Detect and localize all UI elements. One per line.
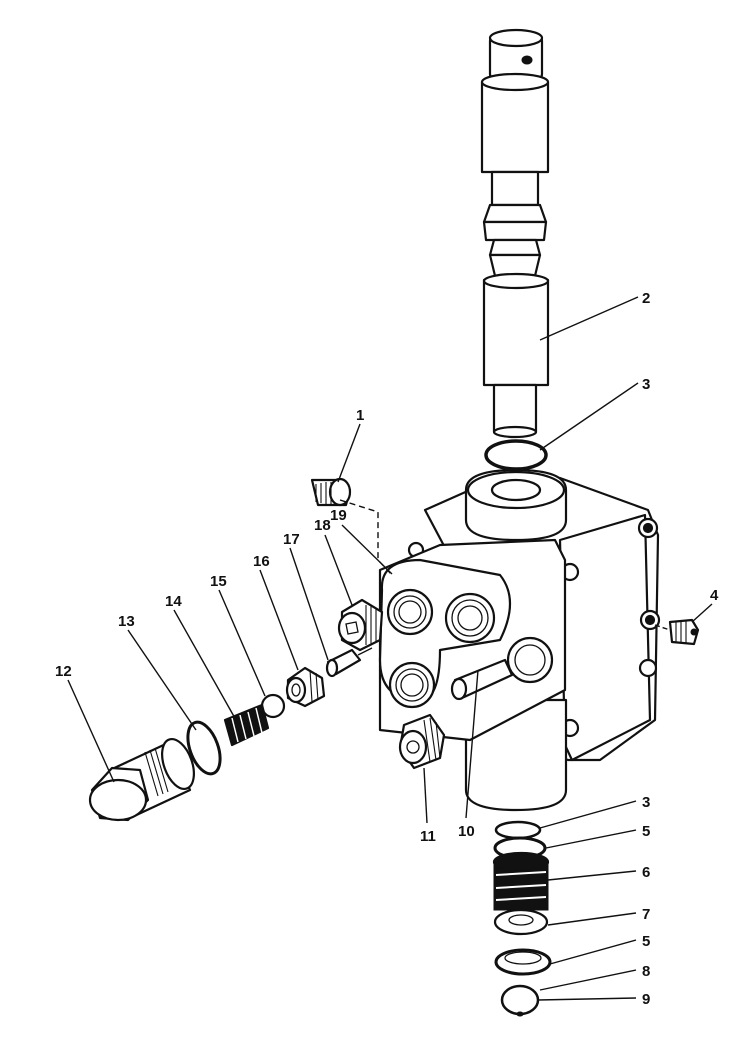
callout-3-bottom: 3: [642, 794, 650, 811]
fitting-18: [337, 598, 384, 652]
callout-8: 8: [642, 963, 650, 980]
callout-5-lower: 5: [642, 933, 650, 950]
callout-4: 4: [710, 587, 719, 604]
callout-9: 9: [642, 991, 650, 1008]
callout-18: 18: [314, 517, 331, 534]
callout-2: 2: [642, 290, 650, 307]
valve-body: [378, 468, 661, 812]
plug-4: [668, 618, 700, 646]
callout-labels: 1 2 3 4 3 5 6 7 5 8 9 10 11 12 13 14 15 …: [55, 290, 719, 1008]
plug-1: [310, 477, 352, 507]
spool-part: [480, 28, 550, 439]
callout-14: 14: [165, 593, 182, 610]
callout-19: 19: [330, 507, 347, 524]
fitting-11: [398, 713, 446, 770]
poppet-17: [325, 647, 373, 678]
callout-10: 10: [458, 823, 475, 840]
callout-3-top: 3: [642, 376, 650, 393]
callout-15: 15: [210, 573, 227, 590]
callout-16: 16: [253, 553, 270, 570]
callout-12: 12: [55, 663, 72, 680]
pin-part: [450, 658, 514, 701]
callout-1: 1: [356, 407, 364, 424]
o-ring-top: [484, 439, 548, 471]
callout-5-upper: 5: [642, 823, 650, 840]
o-ring-13: [186, 720, 222, 776]
plug-cap-12: [88, 738, 195, 822]
callout-13: 13: [118, 613, 135, 630]
lower-stack: [492, 820, 552, 1017]
callout-7: 7: [642, 906, 650, 923]
callout-17: 17: [283, 531, 300, 548]
leader-lines: [67, 296, 713, 1001]
seat-16: [285, 666, 326, 708]
callout-11: 11: [420, 828, 436, 845]
callout-6: 6: [642, 864, 650, 881]
spring-14: [223, 703, 270, 747]
